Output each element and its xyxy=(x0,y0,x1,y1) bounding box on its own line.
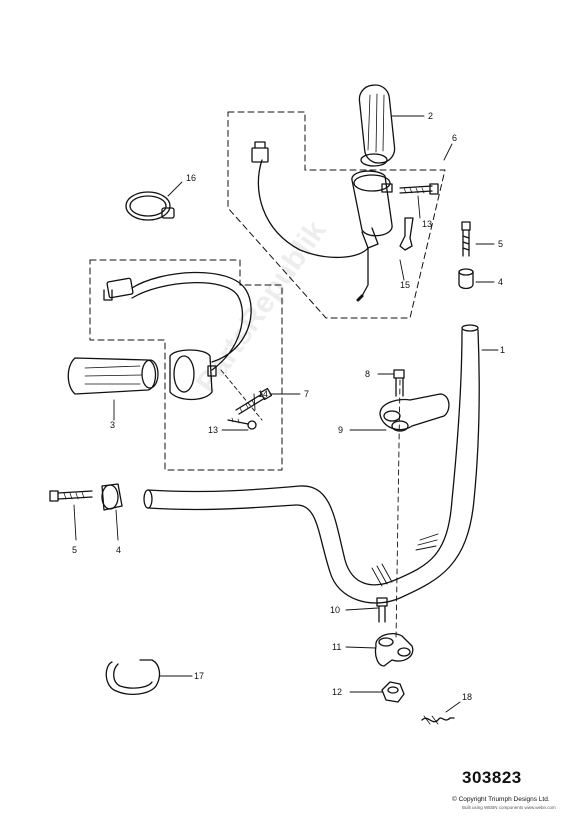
alignment-line-screw xyxy=(220,369,263,421)
callout-14: 14 xyxy=(258,389,268,399)
handlebar xyxy=(143,324,480,604)
bar-end-screw-left xyxy=(49,490,93,502)
callout-18: 18 xyxy=(462,692,472,702)
callout-10: 10 xyxy=(330,605,340,615)
cable-clip xyxy=(399,217,414,251)
callout-12: 12 xyxy=(332,687,342,697)
alignment-line-right-clamp xyxy=(395,379,401,641)
callout-8: 8 xyxy=(365,369,370,379)
callout-5-right: 5 xyxy=(498,239,503,249)
callout-4-left: 4 xyxy=(116,545,121,555)
bar-end-weight-left xyxy=(101,483,123,511)
wire-symbol xyxy=(421,715,455,725)
callout-17: 17 xyxy=(194,671,204,681)
callout-7: 7 xyxy=(304,389,309,399)
lower-clamp xyxy=(374,597,414,703)
callout-2: 2 xyxy=(428,111,433,121)
switch-assembly-outline-right xyxy=(227,111,446,319)
cable-tie-upper xyxy=(125,191,175,221)
right-grip xyxy=(358,84,396,167)
callout-13-right: 13 xyxy=(422,219,432,229)
bar-end-screw-right xyxy=(458,221,474,290)
diagram-reference-number: 303823 xyxy=(462,768,522,787)
callout-11: 11 xyxy=(332,642,341,652)
callout-labels: 2 6 16 13 5 4 15 1 8 14 7 3 9 13 5 4 10 … xyxy=(72,111,505,702)
cable-tie-lower xyxy=(105,659,161,696)
screw-right xyxy=(399,183,439,195)
copyright-text: © Copyright Triumph Designs Ltd. xyxy=(452,796,550,803)
left-switch-housing xyxy=(169,349,217,401)
built-by-text: Built using WEBN components www.webn.com xyxy=(462,805,556,810)
callout-5-left: 5 xyxy=(72,545,77,555)
callout-3: 3 xyxy=(110,420,115,430)
left-grip xyxy=(67,357,159,395)
left-switch-cable xyxy=(103,271,252,371)
callout-6: 6 xyxy=(452,133,457,143)
callout-4-right: 4 xyxy=(498,277,503,287)
upper-clamp xyxy=(379,369,450,432)
switch-assembly-outline-left xyxy=(89,259,283,471)
right-switch-cable xyxy=(251,141,369,302)
callout-9: 9 xyxy=(338,425,343,435)
callout-16: 16 xyxy=(186,173,196,183)
callout-15: 15 xyxy=(400,280,410,290)
leader-lines xyxy=(73,115,499,713)
right-switch-housing xyxy=(351,170,393,249)
callout-13-left: 13 xyxy=(208,425,218,435)
screw-left-lower xyxy=(227,417,257,430)
screw-left-upper xyxy=(235,387,273,415)
callout-1: 1 xyxy=(500,345,505,355)
